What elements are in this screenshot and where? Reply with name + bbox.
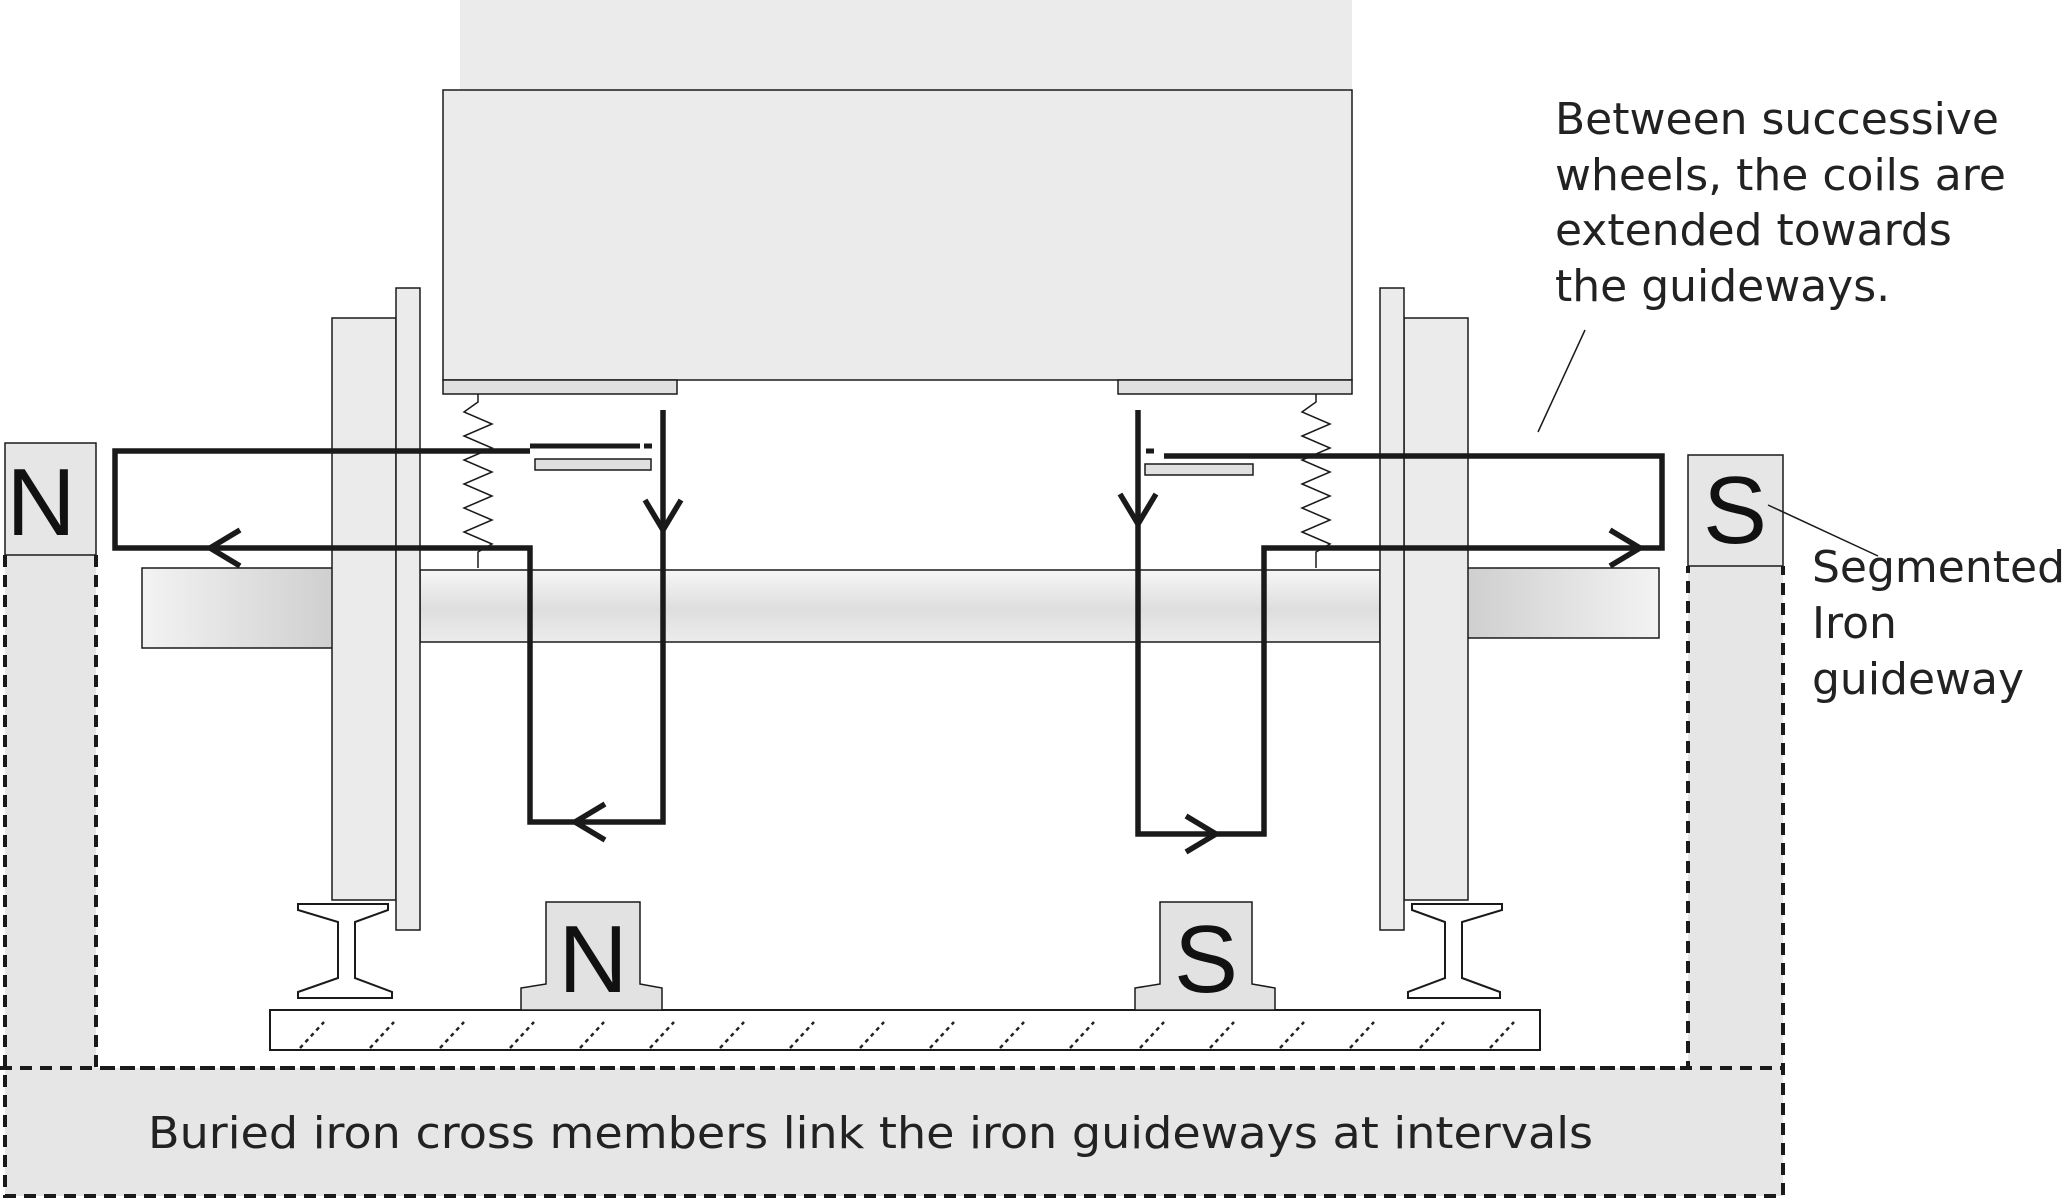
right-ground-pole-label: S [1174,906,1238,1013]
track-bed [269,1009,1541,1051]
left-guideway-pole-label: N [6,449,75,556]
right-coil-plate [1144,448,1254,476]
left-flux-arrow-left [204,527,242,569]
right-ground-pole-block [1134,901,1276,1011]
coils-note: Between successive wheels, the coils are… [1555,94,2006,312]
right-wheel [1379,287,1469,931]
left-flux-arrow-bottom-left [569,801,607,843]
guideway-label: Segmented Iron guideway [1812,542,2065,705]
right-flux-arrow-down [1117,492,1159,530]
coils-note-line-3: extended towards [1555,205,1952,256]
left-flux-arrow-down [642,498,684,536]
coils-note-line-1: Between successive [1555,94,1999,145]
left-guideway-pole-block [4,442,97,556]
guideway-label-line-2: Iron [1812,598,1897,649]
left-rail [297,903,393,999]
right-flux-arrow-right [1608,527,1646,569]
cross-members-caption: Buried iron cross members link the iron … [148,1108,1593,1159]
right-guideway-pole-block [1687,454,1784,567]
left-suspension-spring [462,394,494,568]
guideway-label-line-1: Segmented [1812,542,2065,593]
axle-stub-right [1466,567,1660,639]
buried-iron-cross-member [0,555,1785,1198]
right-flux-loop [1117,410,1665,855]
right-flux-arrow-bottom-right [1184,813,1222,855]
left-ground-pole-label: N [558,906,627,1013]
left-flux-loop [112,410,684,843]
coils-note-leader-line [1537,329,1586,433]
right-rail [1407,903,1503,999]
guideway-label-leader-line [1767,504,1879,557]
right-guideway-pole-label: S [1703,457,1767,564]
left-ground-pole-block [520,901,663,1011]
vehicle-body [442,0,1353,395]
coils-note-line-2: wheels, the coils are [1555,150,2006,201]
axle [419,569,1381,643]
left-coil-plate [530,443,652,471]
right-suspension-spring [1300,394,1332,568]
axle-stub-left [141,567,335,649]
coils-note-line-4: the guideways. [1555,261,1890,312]
guideway-label-line-3: guideway [1812,654,2024,705]
left-wheel [331,287,421,931]
